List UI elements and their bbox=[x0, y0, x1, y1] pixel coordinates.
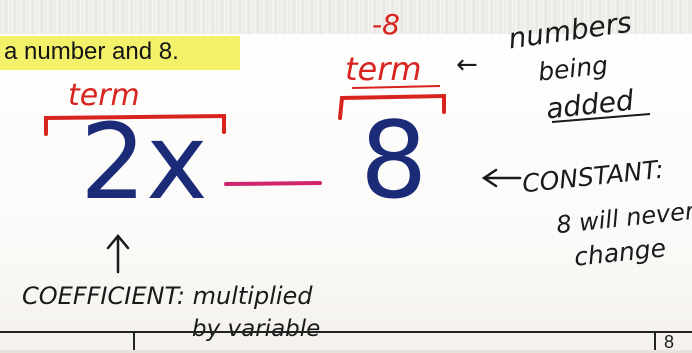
term-bracket-left bbox=[44, 113, 226, 136]
table-corner-value: 8 bbox=[664, 332, 675, 352]
printed-prompt-text: a number and 8. bbox=[4, 38, 179, 65]
paper-edge-texture bbox=[0, 0, 692, 34]
highlight bbox=[0, 36, 240, 70]
negative-eight-label: -8 bbox=[372, 8, 400, 41]
expression-constant-8: 8 bbox=[360, 99, 428, 222]
minus-sign bbox=[224, 181, 322, 186]
expression-2x: 2x bbox=[80, 101, 208, 223]
term-label-right: term bbox=[345, 50, 422, 88]
table-cell-dividers bbox=[133, 331, 656, 350]
table-top-border bbox=[0, 331, 692, 352]
term-label-left: term bbox=[68, 78, 140, 113]
left-arrow-icon: ← bbox=[456, 50, 478, 80]
constant-arrow-icon bbox=[481, 168, 522, 188]
up-arrow-icon bbox=[106, 234, 130, 274]
term-bracket-right bbox=[338, 93, 446, 120]
added-underline bbox=[551, 113, 651, 123]
term-underline bbox=[351, 85, 441, 89]
coefficient-note-2: by variable bbox=[192, 316, 321, 342]
coefficient-note: COEFFICIENT: multiplied bbox=[22, 282, 313, 310]
